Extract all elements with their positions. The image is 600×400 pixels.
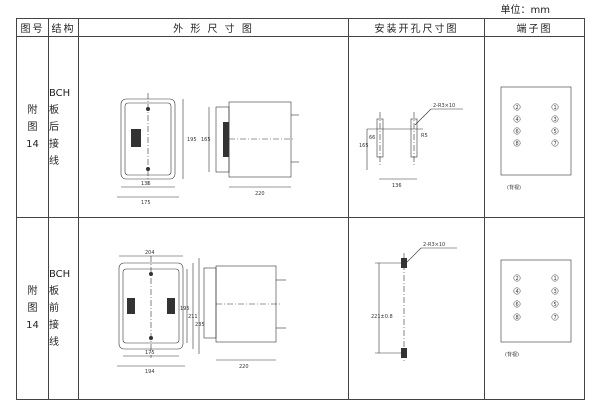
mounting-hole (146, 107, 150, 111)
outline-drawing-svg: 136 175 195 165 220 (117, 93, 299, 206)
terminal-block (500, 259, 572, 343)
dim-text: 194 (145, 369, 155, 375)
mounting-drawing-svg: 2-R3×10 221±0.8 (371, 242, 457, 363)
terminal-pin (551, 103, 559, 111)
mounting-hole (146, 167, 150, 171)
terminal-pin (513, 300, 521, 308)
side-terminals (223, 122, 229, 157)
terminal-pin (513, 274, 521, 282)
terminal-block (500, 86, 572, 176)
pin-label: 8 (516, 141, 519, 147)
outline-drawing-svg: 204 175 194 195 211 235 220 (117, 250, 286, 375)
outline-drawing: 136 175 195 165 220 (78, 36, 349, 218)
dim-text: 175 (145, 350, 155, 356)
header-mounting: 安装开孔尺寸图 (348, 18, 485, 37)
mounting-drawing: 2-R3×10 R5 136 165 66 (348, 36, 485, 218)
dim-text: 211 (188, 314, 198, 320)
dim-text: 195 (187, 137, 197, 143)
dim-text: 220 (239, 364, 249, 370)
hole-leader (414, 108, 432, 126)
mount-slot (401, 258, 407, 268)
terminal-diagram-svg: 2 4 6 8 1 3 5 7 (背视) (500, 259, 572, 358)
spec-row-front: 附 图 14 BCH 板 前 接 线 (16, 217, 585, 400)
terminal-diagram: 2 4 6 8 1 3 5 7 (背视) (484, 217, 585, 400)
spec-table: 图号 结构 外 形 尺 寸 图 安装开孔尺寸图 端子图 附 图 14 BCH 板… (16, 18, 585, 400)
pin-label: 5 (554, 302, 557, 308)
terminal-pin (551, 300, 559, 308)
dim-text: 165 (201, 137, 211, 143)
pin-label: 2 (516, 105, 519, 111)
hole-note: 2-R3×10 (433, 103, 455, 109)
dim-text: 165 (359, 143, 369, 149)
pin-label: 1 (554, 105, 557, 111)
pin-label: 6 (516, 129, 519, 135)
radius-note: R5 (421, 133, 428, 139)
dim-text: 204 (145, 250, 155, 256)
pin-label: 4 (516, 117, 519, 123)
coil-stack (131, 129, 141, 147)
fig-number: 附 图 14 (16, 217, 49, 400)
pin-label: 2 (516, 276, 519, 282)
fig-number: 附 图 14 (16, 36, 49, 218)
pin-label: 1 (554, 276, 557, 282)
mounting-drawing-svg: 2-R3×10 R5 136 165 66 (359, 103, 463, 189)
dim-text: 66 (369, 135, 375, 141)
terminal-caption: (背视) (507, 184, 521, 191)
mount-slot (401, 348, 407, 358)
pin-label: 6 (516, 302, 519, 308)
terminal-pin (551, 139, 559, 147)
terminal-pin (513, 115, 521, 123)
unit-label: 单位：mm (500, 5, 550, 16)
terminal-pin (551, 313, 559, 321)
hole-note: 2-R3×10 (423, 242, 445, 248)
mounting-drawing: 2-R3×10 221±0.8 (348, 217, 485, 400)
terminal-caption: (背视) (505, 351, 519, 358)
hole-leader (406, 247, 422, 263)
outline-drawing: 204 175 194 195 211 235 220 (78, 217, 349, 400)
pin-label: 3 (554, 289, 557, 295)
terminal-pin (551, 274, 559, 282)
spec-row-rear: 附 图 14 BCH 板 后 接 线 (16, 36, 585, 218)
terminal-diagram: 2 4 6 8 1 3 5 7 (背视) (484, 36, 585, 218)
dim-text: 235 (195, 322, 205, 328)
pin-label: 4 (516, 289, 519, 295)
dim-text: 175 (141, 200, 151, 206)
header-terminal: 端子图 (484, 18, 585, 37)
terminal-pin (513, 103, 521, 111)
structure-desc: BCH 板 后 接 线 (48, 36, 79, 218)
side-view-body (228, 101, 292, 178)
header-structure: 结构 (48, 18, 79, 37)
dim-text: 221±0.8 (371, 314, 393, 320)
dim-text: 220 (255, 191, 265, 197)
terminal-pin (513, 139, 521, 147)
header-row: 图号 结构 外 形 尺 寸 图 安装开孔尺寸图 端子图 (16, 18, 585, 37)
dim-text: 195 (180, 306, 190, 312)
mounting-hole (149, 336, 153, 340)
mounting-hole (149, 272, 153, 276)
pin-label: 7 (554, 315, 557, 321)
coil-stack (167, 298, 175, 314)
structure-desc: BCH 板 前 接 线 (48, 217, 79, 400)
pin-label: 3 (554, 117, 557, 123)
terminal-pin (551, 287, 559, 295)
terminal-pin (551, 127, 559, 135)
terminal-pin (513, 313, 521, 321)
pin-label: 7 (554, 141, 557, 147)
side-view-panel (203, 267, 217, 339)
pin-label: 8 (516, 315, 519, 321)
terminal-diagram-svg: 2 4 6 8 1 3 5 7 (背视) (500, 86, 572, 191)
coil-stack (127, 298, 135, 314)
dim-text: 136 (392, 183, 402, 189)
pin-label: 5 (554, 129, 557, 135)
terminal-pin (513, 287, 521, 295)
terminal-pin (513, 127, 521, 135)
dim-text: 136 (141, 181, 151, 187)
header-outline: 外 形 尺 寸 图 (78, 18, 349, 37)
terminal-pin (551, 115, 559, 123)
header-fig-no: 图号 (16, 18, 49, 37)
